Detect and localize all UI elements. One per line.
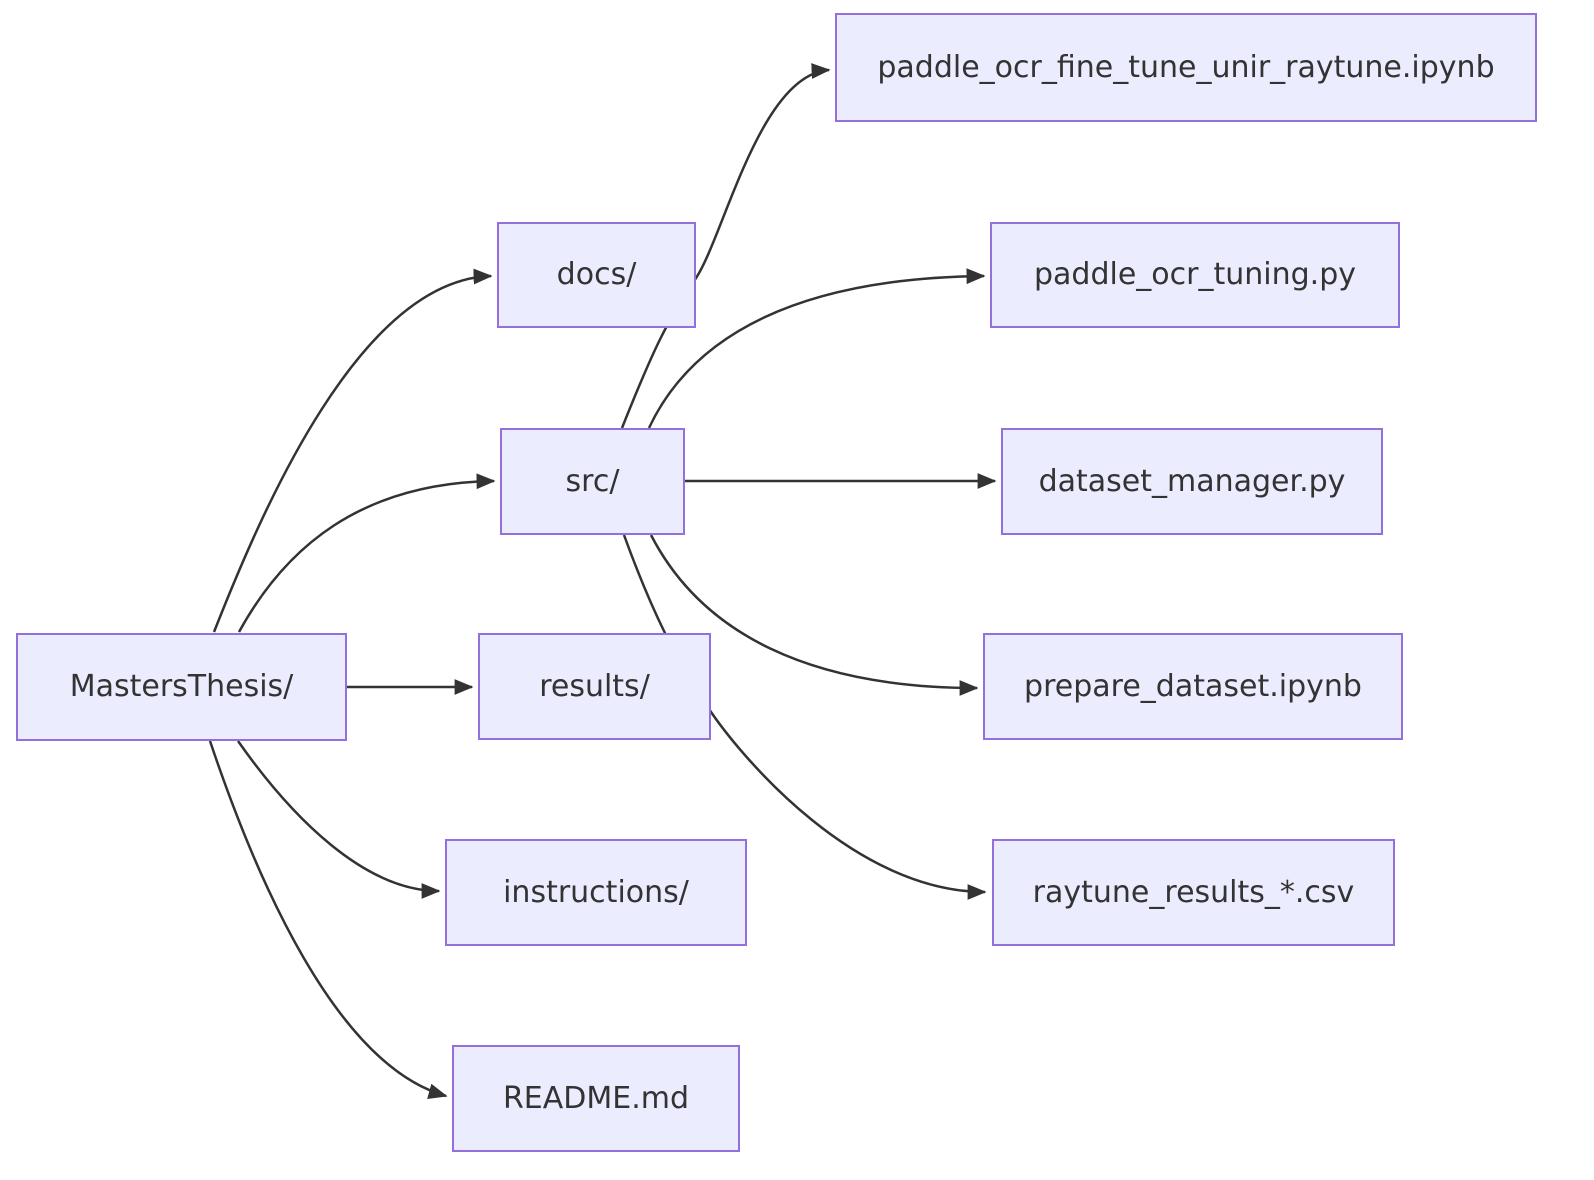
node-label: results/	[539, 668, 650, 704]
node-label: raytune_results_*.csv	[1032, 874, 1355, 910]
node-tuning-script: paddle_ocr_tuning.py	[990, 222, 1400, 328]
node-raytune-results-csv: raytune_results_*.csv	[992, 839, 1395, 946]
node-label: src/	[565, 463, 620, 499]
node-prepare-dataset-notebook: prepare_dataset.ipynb	[983, 633, 1403, 740]
node-fine-tune-notebook: paddle_ocr_fine_tune_unir_raytune.ipynb	[835, 13, 1537, 122]
node-label: instructions/	[503, 874, 689, 910]
node-label: docs/	[556, 257, 637, 292]
node-src: src/	[500, 428, 685, 535]
node-label: dataset_manager.py	[1038, 463, 1346, 499]
node-label: paddle_ocr_fine_tune_unir_raytune.ipynb	[877, 49, 1495, 85]
node-docs: docs/	[497, 222, 696, 328]
node-results: results/	[478, 633, 711, 740]
node-label: paddle_ocr_tuning.py	[1033, 257, 1356, 292]
edge-masters-thesis-to-src	[237, 473, 496, 633]
edge-masters-thesis-to-docs	[212, 268, 493, 633]
edge-src-to-raytune-results-csv	[622, 534, 987, 900]
edge-masters-thesis-to-readme	[208, 740, 448, 1099]
node-masters-thesis: MastersThesis/	[16, 633, 347, 741]
edge-src-to-fine-tune-notebook	[620, 63, 831, 429]
node-label: prepare_dataset.ipynb	[1024, 668, 1362, 704]
node-instructions: instructions/	[445, 839, 747, 946]
edge-src-to-tuning-script	[647, 268, 986, 429]
node-label: MastersThesis/	[69, 669, 294, 704]
node-dataset-manager: dataset_manager.py	[1001, 428, 1383, 535]
node-readme: README.md	[452, 1045, 740, 1152]
edge-src-to-prepare-dataset-notebook	[649, 534, 979, 696]
edge-masters-thesis-to-instructions	[236, 740, 441, 899]
node-label: README.md	[502, 1080, 690, 1116]
edges-group	[208, 63, 997, 1099]
